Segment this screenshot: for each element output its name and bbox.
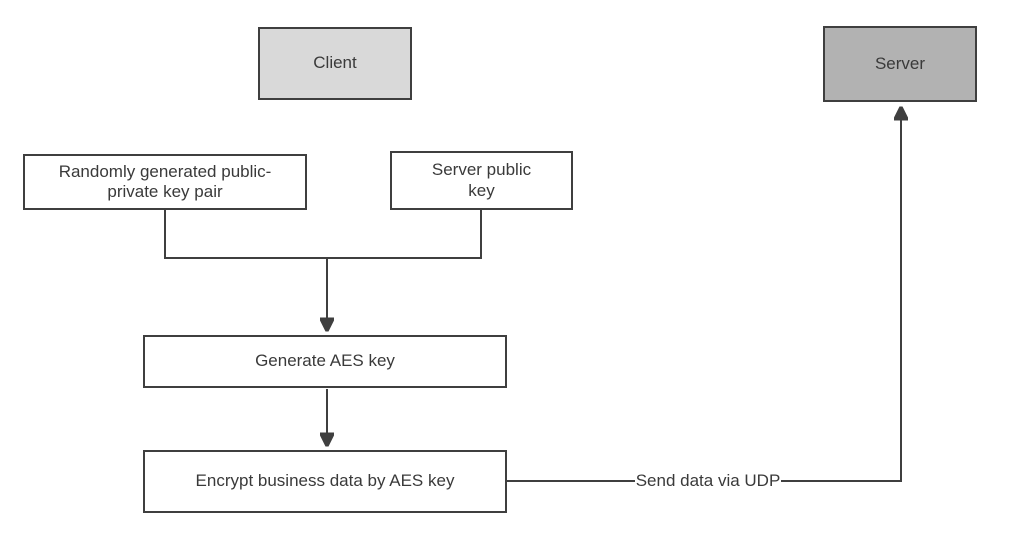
node-server: Server bbox=[823, 26, 977, 102]
node-encrypt-business-data-label: Encrypt business data by AES key bbox=[195, 471, 455, 491]
node-generate-aes-key-label: Generate AES key bbox=[255, 351, 395, 371]
node-client-label: Client bbox=[313, 53, 357, 73]
edge-label-send-data-via-udp-text: Send data via UDP bbox=[634, 471, 782, 490]
node-encrypt-business-data: Encrypt business data by AES key bbox=[143, 450, 507, 513]
node-server-public-key-label: Server public key bbox=[431, 160, 532, 200]
node-server-public-key: Server public key bbox=[390, 151, 573, 210]
node-generate-aes-key: Generate AES key bbox=[143, 335, 507, 388]
node-client: Client bbox=[258, 27, 412, 100]
edge-label-send-data-via-udp: Send data via UDP bbox=[598, 469, 818, 493]
node-server-label: Server bbox=[874, 53, 926, 73]
node-random-keypair: Randomly generated public-private key pa… bbox=[23, 154, 307, 210]
connector-merge-keys bbox=[164, 209, 482, 259]
node-random-keypair-label: Randomly generated public-private key pa… bbox=[58, 161, 272, 201]
